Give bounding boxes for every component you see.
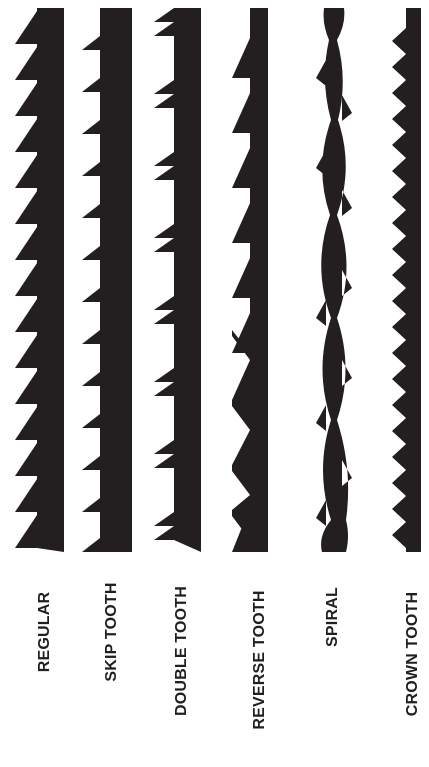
label-double-tooth: DOUBLE TOOTH (174, 586, 190, 716)
blade-regular (15, 8, 64, 552)
label-crown-tooth: CROWN TOOTH (405, 592, 421, 717)
label-skip-tooth: SKIP TOOTH (104, 582, 120, 681)
label-spiral: SPIRAL (325, 587, 341, 647)
blade-spiral (316, 8, 352, 552)
blade-double-tooth (154, 8, 201, 552)
label-reverse-tooth: REVERSE TOOTH (252, 590, 268, 729)
blade-crown-tooth (392, 8, 421, 552)
blade-reverse-tooth (232, 8, 268, 552)
blade-skip-tooth (82, 8, 132, 552)
label-regular: REGULAR (37, 592, 53, 673)
